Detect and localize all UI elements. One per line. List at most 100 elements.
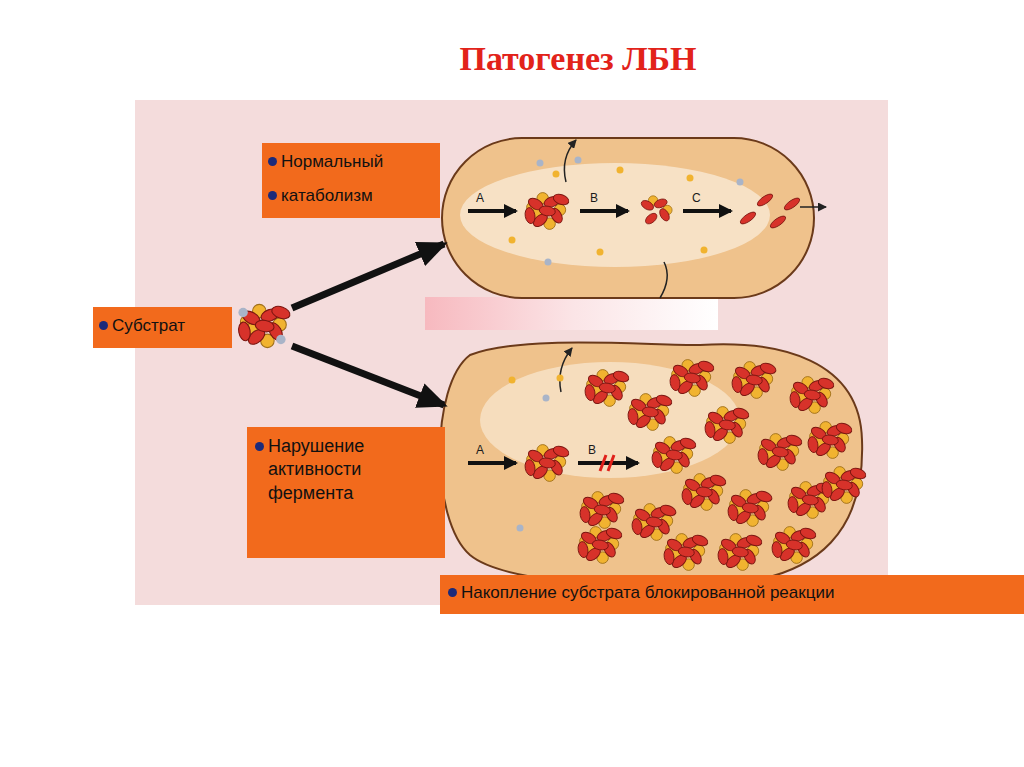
reaction-label: B [590,192,598,204]
product-unit [769,214,788,230]
block-mark [600,455,606,471]
lipid-unit [237,321,251,342]
uptake-arrow [564,140,576,182]
bullet-row: Нормальный [268,151,430,173]
substrate-cluster [821,466,867,503]
lipid-unit [524,207,536,225]
free-unit [553,171,560,178]
pathway-arrow [292,346,444,405]
free-unit [545,259,552,266]
lipid-unit [786,539,804,551]
reaction-arrow [468,461,516,465]
lipid-unit [599,382,617,394]
lipid-unit [717,548,729,566]
lipid-unit [817,376,835,391]
cell-normal [442,138,814,298]
reaction-label: A [476,444,484,456]
substrate-cluster [627,393,673,430]
substrate-cluster [717,533,763,570]
lipid-unit [678,546,696,558]
cell-cytoplasm [460,163,770,267]
lipid-unit [642,406,660,418]
bullet [255,442,264,451]
substrate-cluster [757,433,803,470]
lipid-unit [612,369,630,384]
lipid-unit [552,444,570,459]
lipid-unit [663,548,675,566]
product-unit [739,210,758,226]
lipid-unit [836,479,854,491]
free-unit [701,247,708,254]
lipid-unit [644,211,659,226]
lipid-unit [270,304,292,321]
lipid-unit [579,506,591,524]
reaction-label: B [588,444,596,456]
lipid-unit [732,406,750,421]
lipid-unit [584,384,596,402]
lipid-unit [772,446,790,458]
lipid-unit [254,319,275,333]
lipid-unit [785,433,803,448]
lipid-unit [835,421,853,436]
text-box: Нарушение активности фермента [247,427,445,558]
grey-unit [238,308,247,317]
substrate-cluster [681,473,727,510]
lipid-unit [539,205,557,217]
lipid-unit [607,491,625,506]
text-box: Нормальный катаболизм [262,143,440,218]
reaction-label: C [692,192,701,204]
lipid-unit [787,496,799,514]
substrate-cluster [524,444,570,481]
lipid-unit [727,504,739,522]
substrate-cluster [704,406,750,443]
free-unit [575,157,582,164]
uptake-arrow [560,348,572,392]
lipid-unit [627,408,639,426]
substrate-cluster [727,489,773,526]
bullet [268,157,277,166]
block-mark [608,455,614,471]
substrate-cluster [787,481,833,518]
lipid-unit [821,481,833,499]
exit-arrow [800,206,826,208]
text-box: Субстрат [93,307,232,348]
bullet-row: Субстрат [99,315,224,337]
bullet [99,321,108,330]
lipid-unit [849,466,867,481]
lipid-unit [804,389,822,401]
lipid-unit [539,457,557,469]
lipid-unit [684,372,702,384]
background-panel [135,100,888,605]
lipid-unit [731,376,743,394]
bullet-row: катаболизм [268,185,430,207]
substrate-cluster [524,192,570,229]
reaction-arrow [683,209,731,213]
free-unit [617,167,624,174]
substrate-cluster [577,526,623,563]
box-text: Нормальный [281,151,383,173]
cell-disease [440,343,862,586]
lipid-unit [759,361,777,376]
substrate-cluster [669,359,715,396]
lipid-unit [691,533,709,548]
lipid-unit [651,451,663,469]
lipid-unit [719,419,737,431]
lipid-unit [789,391,801,409]
pathway-arrow [292,244,444,308]
lipid-unit [524,459,536,477]
substrate-cluster [579,491,625,528]
lipid-unit [746,374,764,386]
lipid-unit [822,434,840,446]
box-text: Нарушение активности фермента [268,435,433,505]
gradient-bar [425,297,718,330]
free-unit [517,525,524,532]
bullet-row: Накопление субстрата блокированной реакц… [448,582,1014,604]
substrate-cluster [651,436,697,473]
lipid-unit [592,539,610,551]
lipid-unit [655,393,673,408]
title: Патогенез ЛБН [398,40,758,78]
box-text: Накопление субстрата блокированной реакц… [461,582,834,604]
lipid-unit [732,546,750,558]
cell-cytoplasm [480,362,740,478]
